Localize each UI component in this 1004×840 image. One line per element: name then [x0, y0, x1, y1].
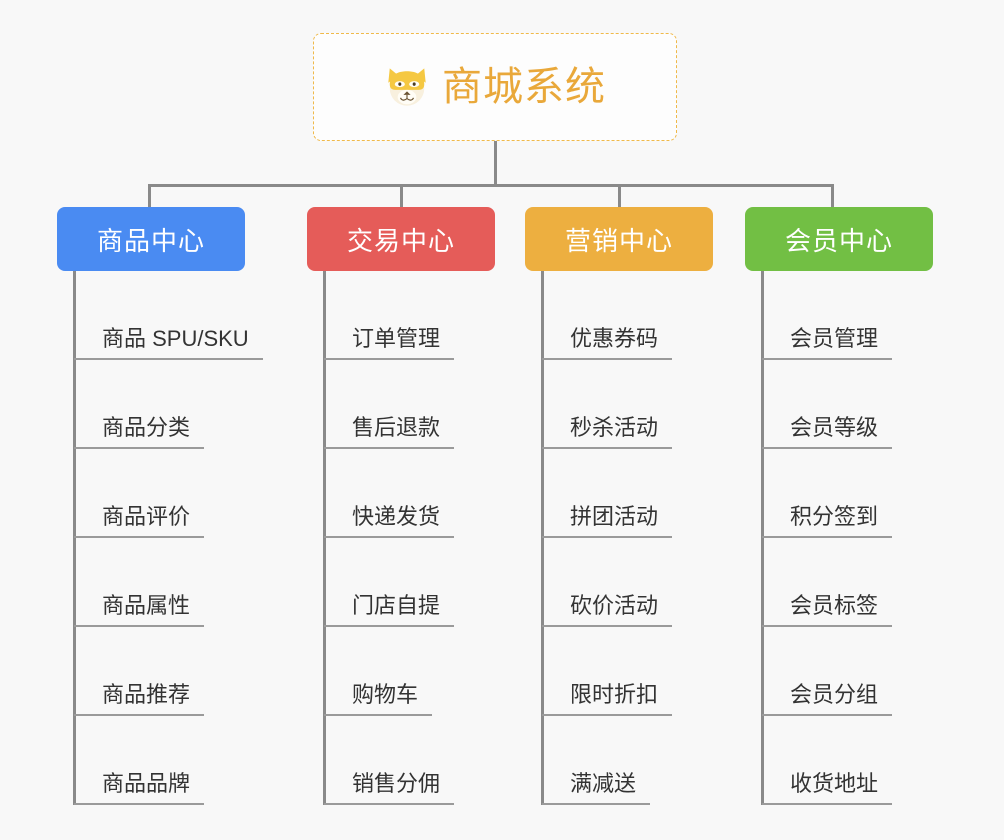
- leaf-label: 售后退款: [324, 415, 455, 449]
- leaf-label: 积分签到: [762, 504, 893, 538]
- list-item[interactable]: 售后退款: [324, 360, 495, 449]
- list-item[interactable]: 会员管理: [762, 271, 933, 360]
- leaf-label: 满减送: [542, 771, 651, 805]
- list-item[interactable]: 购物车: [324, 627, 495, 716]
- shiba-dog-face-icon: [388, 68, 426, 106]
- connector-drop-2: [618, 184, 621, 210]
- category-node-0[interactable]: 商品中心: [57, 207, 245, 271]
- connector-drop-0: [148, 184, 151, 210]
- list-item[interactable]: 砍价活动: [542, 538, 713, 627]
- child-spine-2: [541, 271, 544, 805]
- child-spine-3: [761, 271, 764, 805]
- leaf-label: 会员标签: [762, 593, 893, 627]
- list-item[interactable]: 销售分佣: [324, 716, 495, 805]
- list-item[interactable]: 商品 SPU/SKU: [74, 271, 263, 360]
- list-item[interactable]: 满减送: [542, 716, 713, 805]
- leaf-label: 快递发货: [324, 504, 455, 538]
- list-item[interactable]: 拼团活动: [542, 449, 713, 538]
- connector-drop-3: [831, 184, 834, 210]
- list-item[interactable]: 会员分组: [762, 627, 933, 716]
- leaf-label: 拼团活动: [542, 504, 673, 538]
- list-item[interactable]: 会员等级: [762, 360, 933, 449]
- connector-root-stem: [494, 141, 497, 186]
- category-label: 商品中心: [96, 225, 205, 256]
- leaf-label: 商品分类: [74, 415, 205, 449]
- category-label: 交易中心: [346, 225, 455, 256]
- leaf-label: 收货地址: [762, 771, 893, 805]
- category-node-2[interactable]: 营销中心: [525, 207, 713, 271]
- list-item[interactable]: 秒杀活动: [542, 360, 713, 449]
- leaf-label: 优惠券码: [542, 326, 673, 360]
- list-item[interactable]: 收货地址: [762, 716, 933, 805]
- connector-horizontal-bus: [148, 184, 834, 187]
- category-column-0: 商品中心 商品 SPU/SKU 商品分类 商品评价 商品属性 商品推荐 商品品牌: [57, 207, 263, 805]
- list-item[interactable]: 优惠券码: [542, 271, 713, 360]
- connector-drop-1: [400, 184, 403, 210]
- leaf-label: 商品评价: [74, 504, 205, 538]
- category-column-2: 营销中心 优惠券码 秒杀活动 拼团活动 砍价活动 限时折扣 满减送: [525, 207, 713, 805]
- children-group-1: 订单管理 售后退款 快递发货 门店自提 购物车 销售分佣: [307, 271, 495, 805]
- list-item[interactable]: 商品品牌: [74, 716, 245, 805]
- root-node[interactable]: 商城系统: [313, 33, 677, 141]
- list-item[interactable]: 商品属性: [74, 538, 245, 627]
- children-group-3: 会员管理 会员等级 积分签到 会员标签 会员分组 收货地址: [745, 271, 933, 805]
- list-item[interactable]: 快递发货: [324, 449, 495, 538]
- category-column-3: 会员中心 会员管理 会员等级 积分签到 会员标签 会员分组 收货地址: [745, 207, 933, 805]
- leaf-label: 门店自提: [324, 593, 455, 627]
- root-title: 商城系统: [442, 65, 606, 109]
- category-label: 会员中心: [784, 225, 893, 256]
- leaf-label: 购物车: [324, 682, 433, 716]
- category-column-1: 交易中心 订单管理 售后退款 快递发货 门店自提 购物车 销售分佣: [307, 207, 495, 805]
- list-item[interactable]: 订单管理: [324, 271, 495, 360]
- leaf-label: 订单管理: [324, 326, 455, 360]
- children-group-0: 商品 SPU/SKU 商品分类 商品评价 商品属性 商品推荐 商品品牌: [57, 271, 263, 805]
- leaf-label: 商品 SPU/SKU: [74, 326, 263, 360]
- child-spine-1: [323, 271, 326, 805]
- list-item[interactable]: 限时折扣: [542, 627, 713, 716]
- child-spine-0: [73, 271, 76, 805]
- leaf-label: 会员管理: [762, 326, 893, 360]
- list-item[interactable]: 商品评价: [74, 449, 245, 538]
- leaf-label: 砍价活动: [542, 593, 673, 627]
- list-item[interactable]: 会员标签: [762, 538, 933, 627]
- list-item[interactable]: 商品推荐: [74, 627, 245, 716]
- leaf-label: 销售分佣: [324, 771, 455, 805]
- leaf-label: 商品属性: [74, 593, 205, 627]
- list-item[interactable]: 门店自提: [324, 538, 495, 627]
- children-group-2: 优惠券码 秒杀活动 拼团活动 砍价活动 限时折扣 满减送: [525, 271, 713, 805]
- leaf-label: 会员等级: [762, 415, 893, 449]
- leaf-label: 秒杀活动: [542, 415, 673, 449]
- category-node-1[interactable]: 交易中心: [307, 207, 495, 271]
- leaf-label: 商品品牌: [74, 771, 205, 805]
- leaf-label: 商品推荐: [74, 682, 205, 716]
- leaf-label: 会员分组: [762, 682, 893, 716]
- list-item[interactable]: 商品分类: [74, 360, 245, 449]
- list-item[interactable]: 积分签到: [762, 449, 933, 538]
- leaf-label: 限时折扣: [542, 682, 673, 716]
- category-node-3[interactable]: 会员中心: [745, 207, 933, 271]
- category-label: 营销中心: [564, 225, 673, 256]
